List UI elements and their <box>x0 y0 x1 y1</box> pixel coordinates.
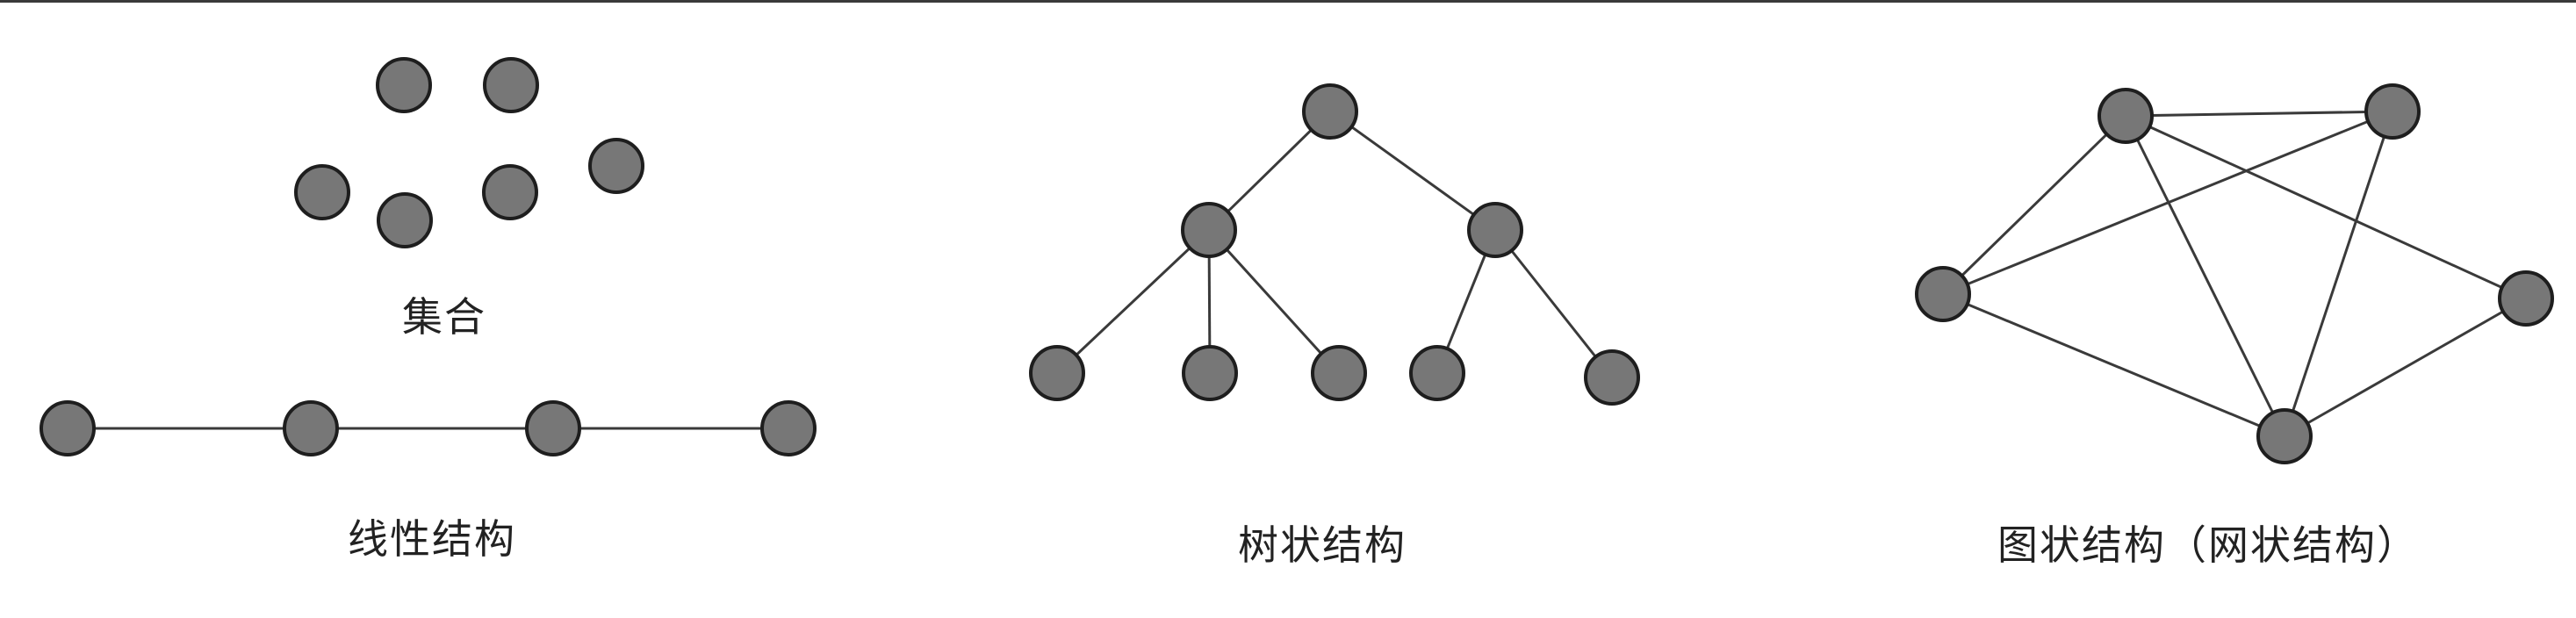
tree-caption: 树状结构 <box>1238 521 1407 569</box>
graph-edge <box>2284 297 2527 438</box>
tree-node <box>1181 202 1237 258</box>
graph-edge <box>2283 111 2394 437</box>
graph-node <box>2498 270 2554 327</box>
linear-structure <box>40 400 817 456</box>
set-caption: 集合 <box>402 293 486 341</box>
set-node <box>483 57 539 113</box>
graph-edge <box>1942 110 2393 296</box>
linear-node <box>760 400 817 456</box>
tree-structure <box>1029 83 1640 406</box>
linear-node <box>525 400 581 456</box>
tree-edge <box>1207 110 1332 232</box>
tree-leaf-node <box>1182 345 1238 401</box>
tree-leaf-node <box>1409 345 1465 401</box>
linear-node <box>283 400 339 456</box>
linear-caption: 线性结构 <box>348 515 516 563</box>
graph-node <box>2097 88 2154 144</box>
tree-leaf-node <box>1311 345 1367 401</box>
set-node <box>588 138 644 194</box>
top-border-line <box>0 0 2576 3</box>
tree-leaf-node <box>1584 349 1640 406</box>
graph-node <box>1915 266 1971 322</box>
tree-root-node <box>1302 83 1358 140</box>
set-node <box>482 164 538 220</box>
graph-node <box>2256 408 2313 464</box>
tree-node <box>1467 202 1523 258</box>
tree-edge <box>1055 228 1211 375</box>
graph-edge <box>1941 114 2127 296</box>
set-node <box>376 57 432 113</box>
graph-structure <box>1915 83 2554 464</box>
tree-leaf-node <box>1029 345 1085 401</box>
graph-edge <box>2125 114 2527 300</box>
set-node <box>377 192 433 248</box>
tree-edge <box>1329 110 1496 232</box>
set-structure <box>294 57 644 248</box>
tree-edge <box>1207 228 1341 375</box>
graph-edge <box>2125 110 2393 118</box>
tree-edge <box>1493 229 1614 378</box>
graph-caption: 图状结构（网状结构） <box>1997 521 2419 569</box>
linear-node <box>40 400 96 456</box>
graph-edge <box>2124 115 2286 437</box>
graph-node <box>2364 83 2421 140</box>
set-node <box>294 164 350 220</box>
graph-edge <box>1942 292 2285 438</box>
